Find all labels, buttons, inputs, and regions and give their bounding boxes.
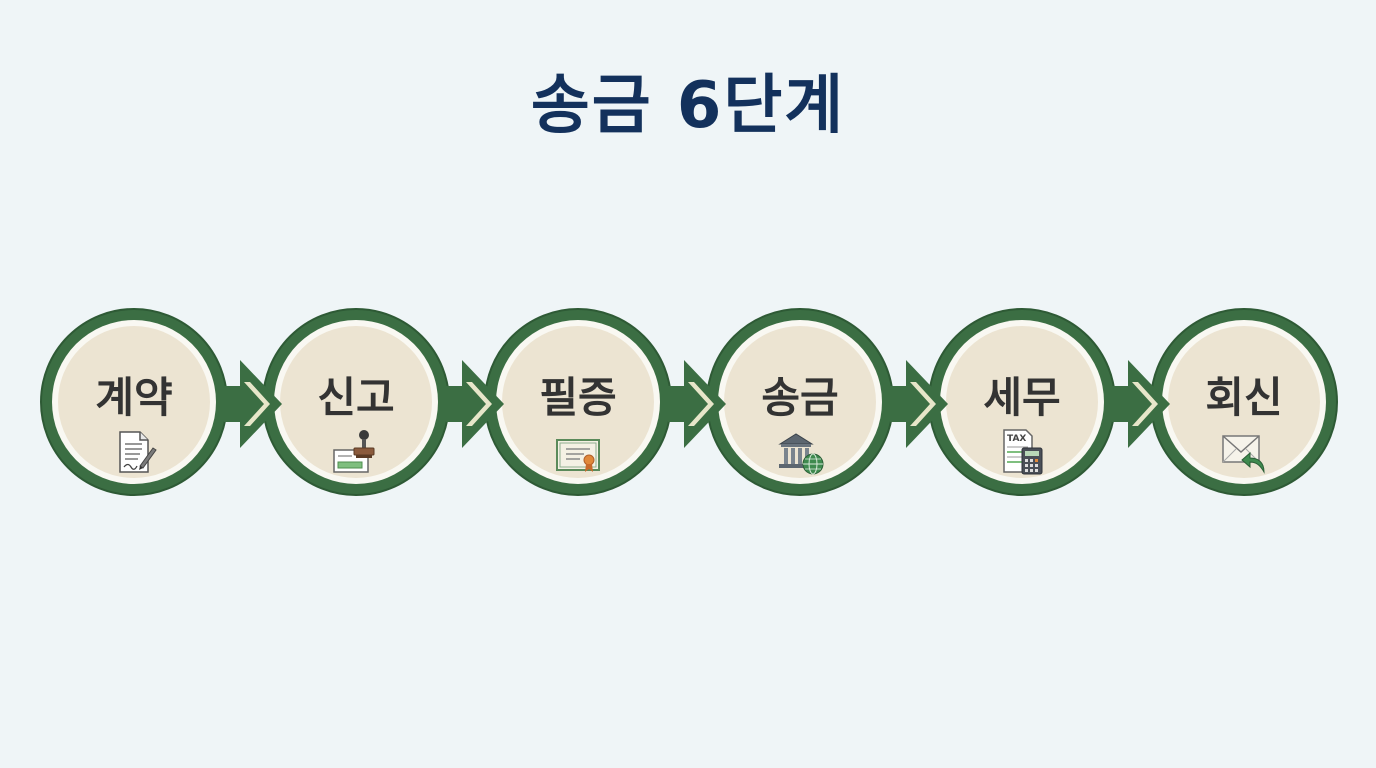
bank-globe-icon (778, 433, 824, 475)
tax-calculator-icon: TAX (1003, 429, 1043, 475)
step-1: 계약 (40, 308, 228, 496)
arrow-right-icon (224, 360, 282, 448)
arrow-right-icon (1112, 360, 1170, 448)
step-label: 송금 (761, 373, 839, 422)
step-label: 세무 (983, 373, 1061, 422)
svg-text:TAX: TAX (1007, 434, 1026, 444)
reply-envelope-icon (1222, 435, 1265, 474)
arrow-right-icon (890, 360, 948, 448)
step-6: 회신 (1150, 308, 1338, 496)
stamp-icon (333, 430, 375, 473)
step-5: 세무 TAX (928, 308, 1116, 496)
step-4: 송금 (706, 308, 894, 496)
contract-signing-icon (119, 431, 157, 473)
step-label: 필증 (539, 373, 617, 422)
page-title: 송금 6단계 (530, 69, 846, 143)
step-3: 필증 (484, 308, 672, 496)
certificate-icon (556, 439, 600, 472)
step-2: 신고 (262, 308, 450, 496)
step-label: 계약 (95, 373, 173, 422)
step-label: 회신 (1205, 373, 1283, 422)
step-label: 신고 (317, 373, 395, 422)
arrow-right-icon (446, 360, 504, 448)
arrow-right-icon (668, 360, 726, 448)
